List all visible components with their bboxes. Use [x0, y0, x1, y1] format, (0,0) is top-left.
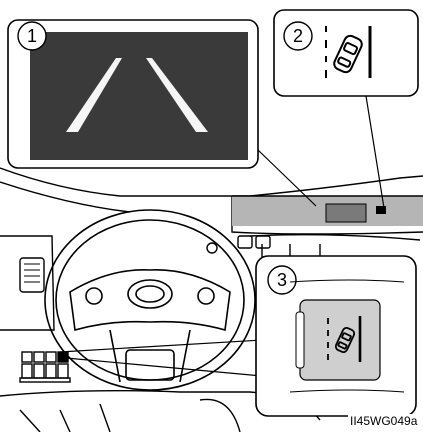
- callout-number-1: 1: [27, 26, 37, 46]
- figure-code: II45WG049a: [348, 414, 419, 428]
- camera-screen: [30, 32, 248, 160]
- steering-wheel-icon: [45, 210, 255, 390]
- lda-switch-icon: [296, 300, 380, 380]
- callout-2: 2: [274, 10, 418, 214]
- callout-number-3: 3: [277, 270, 287, 290]
- callout-number-2: 2: [293, 26, 303, 46]
